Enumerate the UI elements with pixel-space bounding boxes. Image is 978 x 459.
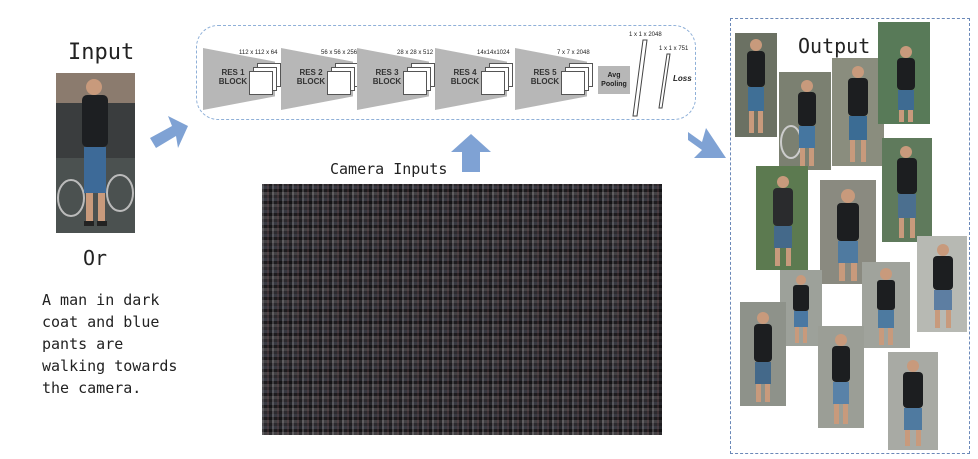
res-block-3-dims: 28 x 28 x 512: [397, 50, 434, 56]
output-person-figure: [793, 275, 809, 343]
res-block-2-dims: 56 x 56 x 256: [321, 50, 358, 56]
input-person-image: [56, 73, 135, 233]
res-block-4-dims: 14x14x1024: [477, 50, 510, 56]
res-block-1-label: RES 1 BLOCK: [218, 68, 248, 86]
output-person-image: [832, 58, 884, 166]
output-person-image: [780, 270, 822, 346]
output-person-image: [917, 236, 967, 332]
or-label: Or: [83, 246, 108, 270]
output-person-figure: [754, 312, 772, 402]
output-person-image: [779, 72, 831, 170]
output-person-figure: [903, 360, 923, 446]
res-block-5-dims: 7 x 7 x 2048: [557, 50, 590, 56]
fc1-dims: 1 x 1 x 2048: [629, 32, 662, 38]
output-person-figure: [780, 80, 816, 166]
output-person-figure: [877, 268, 895, 345]
output-person-figure: [897, 46, 915, 122]
output-person-image: [878, 22, 930, 124]
input-title: Input: [68, 40, 135, 65]
output-person-figure: [848, 66, 868, 162]
arrow-up-icon: [451, 134, 491, 172]
output-person-figure: [747, 39, 765, 133]
input-person-figure: [56, 73, 135, 233]
res-block-2-label: RES 2 BLOCK: [296, 68, 326, 86]
res-block-5-label: RES 5 BLOCK: [530, 68, 560, 86]
output-person-image: [862, 262, 910, 348]
feature-map-5c: [561, 71, 585, 95]
network-diagram: RES 1 BLOCK 112 x 112 x 64 RES 2 BLOCK 5…: [196, 25, 696, 120]
feature-map-2c: [327, 71, 351, 95]
res-block-1-dims: 112 x 112 x 64: [239, 50, 278, 56]
output-person-image: [818, 326, 864, 428]
fc2-dims: 1 x 1 x 751: [659, 46, 689, 52]
camera-inputs-mosaic: [262, 184, 662, 435]
loss-label: Loss: [673, 74, 692, 83]
output-person-figure: [933, 244, 953, 328]
res-block-4-label: RES 4 BLOCK: [450, 68, 480, 86]
output-person-image: [740, 302, 786, 406]
output-person-image: [882, 138, 932, 242]
output-person-image: [888, 352, 938, 450]
output-person-figure: [773, 176, 793, 266]
output-person-figure: [832, 334, 850, 424]
output-box: [730, 18, 970, 454]
output-person-image: [735, 33, 777, 137]
feature-map-4c: [481, 71, 505, 95]
arrow-to-output-icon: [688, 128, 726, 158]
res-block-3-label: RES 3 BLOCK: [372, 68, 402, 86]
query-text: A man in dark coat and blue pants are wa…: [42, 291, 178, 397]
avg-pooling-block: Avg Pooling: [598, 66, 630, 94]
fc1-layer: [632, 39, 648, 117]
feature-map-3c: [403, 71, 427, 95]
camera-inputs-label: Camera Inputs: [330, 160, 448, 178]
arrow-to-network-icon: [150, 116, 188, 148]
output-person-figure: [837, 189, 859, 281]
output-person-figure: [897, 146, 917, 238]
feature-map-1c: [249, 71, 273, 95]
output-title: Output: [798, 34, 871, 58]
output-person-image: [756, 166, 808, 270]
fc2-layer: [658, 53, 671, 109]
